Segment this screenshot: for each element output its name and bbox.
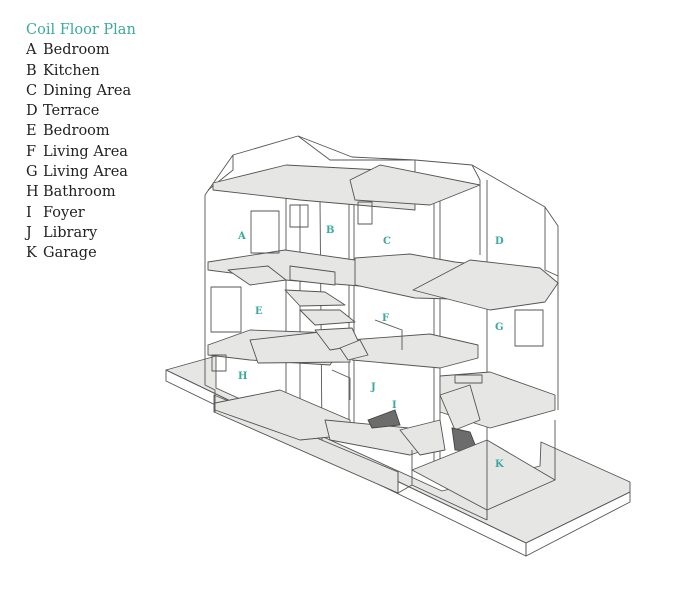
outer-walls <box>204 135 559 520</box>
legend-label: Kitchen <box>43 62 100 79</box>
legend-label: Library <box>43 224 98 241</box>
legend-label: Bedroom <box>43 42 110 59</box>
legend-item-i: I Foyer <box>26 203 136 223</box>
room-label-h: H <box>238 371 247 382</box>
legend-label: Dining Area <box>43 82 132 99</box>
room-label-d: D <box>495 236 504 247</box>
legend-key: K <box>26 245 37 262</box>
legend-item-k: K Garage <box>26 243 136 263</box>
room-labels: A B C D E F G H I J K <box>237 225 504 470</box>
room-label-a: A <box>237 231 246 242</box>
legend: Coil Floor Plan A Bedroom B Kitchen C Dinin… <box>26 20 136 264</box>
legend-key: J <box>26 224 32 241</box>
legend-item-a: A Bedroom <box>26 40 136 60</box>
legend-key: C <box>26 82 38 99</box>
legend-label: Garage <box>43 245 97 262</box>
legend-label: Bathroom <box>43 184 116 201</box>
spiral-stair <box>227 265 483 456</box>
legend-key: B <box>26 62 37 79</box>
room-label-j: J <box>370 382 376 393</box>
legend-title: Coil Floor Plan <box>26 22 136 38</box>
windows <box>210 201 544 400</box>
room-label-c: C <box>383 236 391 247</box>
legend-item-f: F Living Area <box>26 142 136 162</box>
legend-label: Bedroom <box>43 123 110 140</box>
legend-key: G <box>26 164 38 181</box>
top-floor-slabs <box>207 164 559 311</box>
garage <box>397 420 556 521</box>
base-slab <box>165 355 631 557</box>
legend-key: E <box>26 123 37 140</box>
legend-item-c: C Dining Area <box>26 81 136 101</box>
legend-item-j: J Library <box>26 223 136 243</box>
legend-key: F <box>26 143 37 160</box>
legend-item-e: E Bedroom <box>26 121 136 141</box>
room-label-f: F <box>382 313 389 324</box>
legend-label: Living Area <box>43 143 128 160</box>
room-label-e: E <box>255 306 263 317</box>
legend-key: D <box>26 103 38 120</box>
legend-key: H <box>26 184 39 201</box>
legend-item-g: G Living Area <box>26 162 136 182</box>
legend-item-d: D Terrace <box>26 101 136 121</box>
room-label-i: I <box>392 400 397 411</box>
room-label-k: K <box>495 459 504 470</box>
legend-label: Terrace <box>43 103 100 120</box>
legend-item-b: B Kitchen <box>26 61 136 81</box>
legend-key: I <box>26 204 32 221</box>
room-label-g: G <box>495 322 504 333</box>
legend-label: Living Area <box>43 164 128 181</box>
legend-key: A <box>26 42 37 59</box>
room-label-b: B <box>326 225 334 236</box>
legend-label: Foyer <box>43 204 85 221</box>
